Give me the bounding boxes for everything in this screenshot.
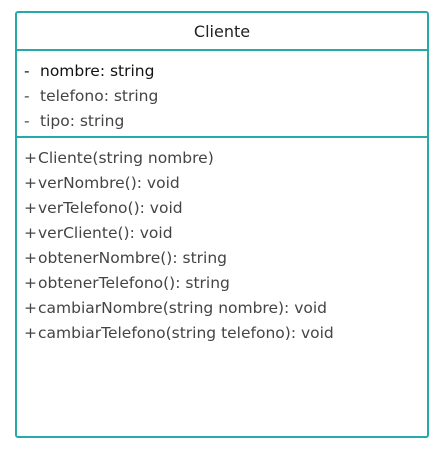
uml-class-box[interactable]: Cliente - nombre: string - telefono: str… (15, 11, 429, 438)
method-text: obtenerTelefono(): string (38, 274, 230, 292)
method-visibility: + (24, 199, 37, 217)
method-text: verTelefono(): void (38, 199, 183, 217)
method-row: + verNombre(): void (24, 171, 427, 196)
method-text: obtenerNombre(): string (38, 249, 227, 267)
method-row: + Cliente(string nombre) (24, 146, 427, 171)
method-visibility: + (24, 224, 37, 242)
method-text: cambiarNombre(string nombre): void (38, 299, 327, 317)
method-row: + cambiarNombre(string nombre): void (24, 296, 427, 321)
class-name: Cliente (193, 21, 251, 41)
methods-compartment: + Cliente(string nombre) + verNombre(): … (17, 138, 427, 346)
method-visibility: + (24, 249, 37, 267)
attribute-text: tipo: string (40, 112, 125, 130)
method-text: verNombre(): void (38, 174, 180, 192)
method-text: Cliente(string nombre) (38, 149, 214, 167)
attribute-visibility: - (24, 62, 30, 80)
attribute-row: - nombre: string (24, 59, 427, 84)
method-row: + obtenerNombre(): string (24, 246, 427, 271)
class-name-compartment: Cliente (17, 13, 427, 51)
method-text: cambiarTelefono(string telefono): void (38, 324, 334, 342)
method-visibility: + (24, 299, 37, 317)
method-visibility: + (24, 324, 37, 342)
attribute-text: telefono: string (40, 87, 159, 105)
method-row: + verCliente(): void (24, 221, 427, 246)
attribute-visibility: - (24, 87, 30, 105)
attribute-text: nombre: string (40, 62, 155, 80)
method-row: + obtenerTelefono(): string (24, 271, 427, 296)
attributes-compartment: - nombre: string - telefono: string - ti… (17, 51, 427, 138)
attribute-row: - telefono: string (24, 84, 427, 109)
method-visibility: + (24, 174, 37, 192)
attribute-row: - tipo: string (24, 109, 427, 134)
method-visibility: + (24, 274, 37, 292)
method-row: + verTelefono(): void (24, 196, 427, 221)
attribute-visibility: - (24, 112, 30, 130)
method-visibility: + (24, 149, 37, 167)
method-text: verCliente(): void (38, 224, 173, 242)
method-row: + cambiarTelefono(string telefono): void (24, 321, 427, 346)
